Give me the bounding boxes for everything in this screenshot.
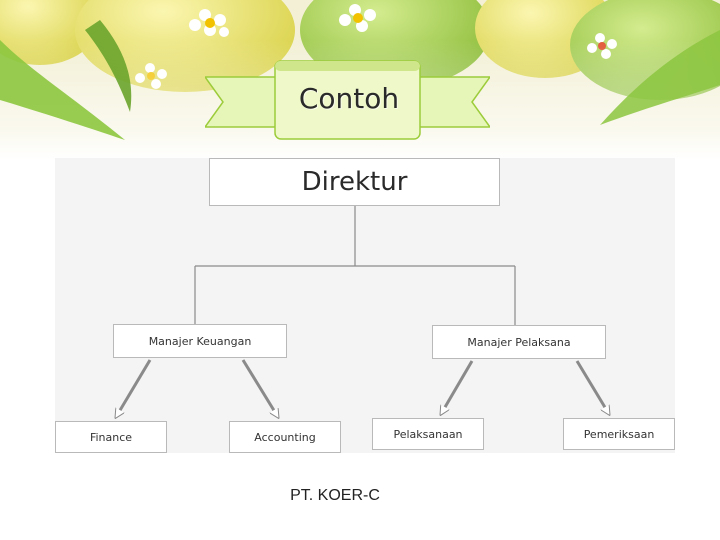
company-caption: PT. KOER-C (230, 487, 440, 505)
org-node-pemeriksaan: Pemeriksaan (563, 418, 675, 450)
org-node-manajer-keuangan: Manajer Keuangan (113, 324, 287, 358)
connector-arrow (243, 360, 278, 417)
org-node-direktur: Direktur (209, 158, 500, 206)
connector-arrow (441, 361, 472, 414)
org-node-manajer-pelaksana: Manajer Pelaksana (432, 325, 606, 359)
connector-arrow (577, 361, 609, 414)
org-node-accounting: Accounting (229, 421, 341, 453)
org-node-finance: Finance (55, 421, 167, 453)
org-node-pelaksanaan: Pelaksanaan (372, 418, 484, 450)
connector-arrow (116, 360, 150, 417)
